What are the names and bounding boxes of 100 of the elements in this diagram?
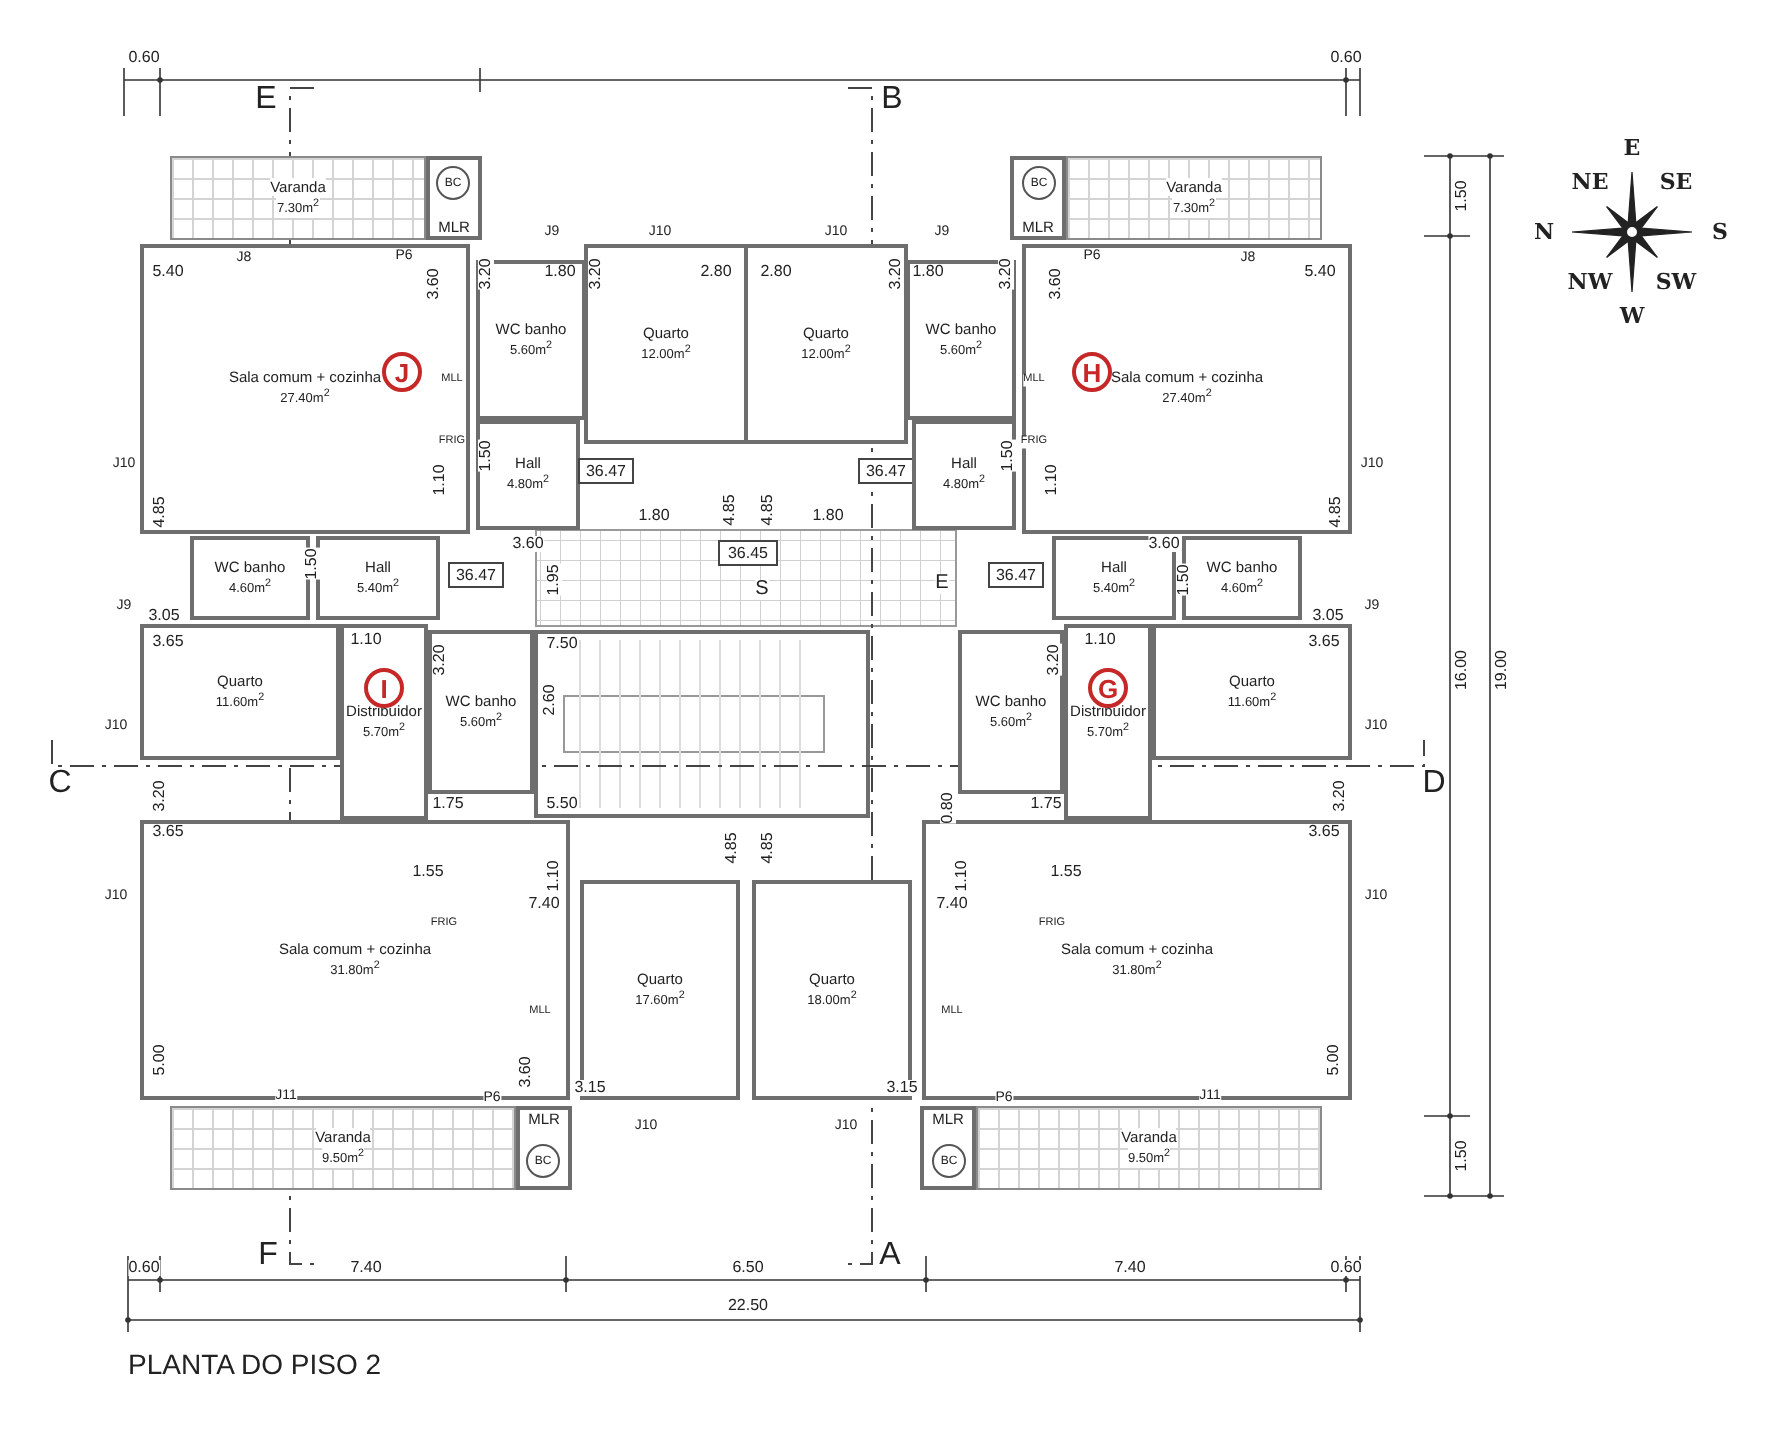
dimension-label: 0.60 bbox=[1330, 1260, 1362, 1276]
compass-label: S bbox=[1712, 221, 1728, 243]
dimension-label: 1.10 bbox=[546, 860, 562, 892]
dimension-label: 3.15 bbox=[574, 1080, 606, 1096]
dimension-label: 3.05 bbox=[148, 608, 180, 624]
room-outline bbox=[140, 820, 570, 1100]
area-tag: 36.47 bbox=[858, 458, 914, 484]
dimension-label: 1.50 bbox=[1176, 564, 1192, 596]
dimension-label: 1.10 bbox=[432, 464, 448, 496]
compass-label: SE bbox=[1659, 171, 1693, 193]
dimension-label: 4.85 bbox=[1328, 496, 1344, 528]
compass-label: NW bbox=[1567, 271, 1613, 293]
dimension-label: 19.00 bbox=[1494, 649, 1510, 691]
dimension-label: 4.85 bbox=[722, 494, 738, 526]
plan-title: PLANTA DO PISO 2 bbox=[128, 1348, 382, 1380]
dimension-label: 1.55 bbox=[1050, 864, 1082, 880]
dimension-label: 1.10 bbox=[954, 860, 970, 892]
storage-room bbox=[1010, 156, 1066, 240]
dimension-label: 0.80 bbox=[940, 792, 956, 824]
dimension-label: 5.00 bbox=[1326, 1044, 1342, 1076]
balcony-floor bbox=[1066, 156, 1322, 240]
dimension-label: 3.20 bbox=[1046, 644, 1062, 676]
dimension-label: 6.50 bbox=[732, 1260, 764, 1276]
apartment-marker: I bbox=[364, 668, 404, 708]
storage-room bbox=[920, 1106, 976, 1190]
dimension-label: 3.20 bbox=[478, 258, 494, 290]
dimension-label: 4.85 bbox=[724, 832, 740, 864]
dimension-label: 3.20 bbox=[432, 644, 448, 676]
apartment-marker: H bbox=[1072, 352, 1112, 392]
dimension-label: 1.50 bbox=[1000, 440, 1016, 472]
storage-room bbox=[426, 156, 482, 240]
dimension-label: 3.65 bbox=[1308, 824, 1340, 840]
room-outline bbox=[476, 260, 586, 420]
dimension-label: 2.60 bbox=[542, 684, 558, 716]
room-outline bbox=[316, 536, 440, 620]
storage-room bbox=[516, 1106, 572, 1190]
area-tag: 36.45 bbox=[718, 540, 778, 566]
dimension-label: 7.40 bbox=[1114, 1260, 1146, 1276]
compass-label: W bbox=[1619, 305, 1645, 327]
room-outline bbox=[1052, 536, 1176, 620]
area-tag: 36.47 bbox=[448, 562, 504, 588]
dimension-label: 3.05 bbox=[1312, 608, 1344, 624]
dimension-label: 4.85 bbox=[152, 496, 168, 528]
room-outline bbox=[340, 624, 428, 820]
dimension-label: 7.40 bbox=[350, 1260, 382, 1276]
compass-label: N bbox=[1533, 221, 1555, 243]
dimension-label: 1.80 bbox=[912, 264, 944, 280]
compass-label: NE bbox=[1571, 171, 1609, 193]
dimension-label: 0.60 bbox=[128, 1260, 160, 1276]
dimension-label: 7.50 bbox=[546, 636, 578, 652]
dimension-label: 16.00 bbox=[1454, 649, 1470, 691]
room-outline bbox=[476, 420, 580, 530]
dimension-label: 0.60 bbox=[128, 50, 160, 66]
room-outline bbox=[906, 260, 1016, 420]
room-outline bbox=[922, 820, 1352, 1100]
dimension-label: 5.00 bbox=[152, 1044, 168, 1076]
dimension-label: 7.40 bbox=[936, 896, 968, 912]
dimension-label: 22.50 bbox=[727, 1298, 769, 1314]
dimension-label: 3.60 bbox=[518, 1056, 534, 1088]
area-tag: 36.47 bbox=[578, 458, 634, 484]
dimension-label: 1.55 bbox=[412, 864, 444, 880]
apartment-marker: G bbox=[1088, 668, 1128, 708]
dimension-label: 3.65 bbox=[152, 824, 184, 840]
dimension-label: 2.80 bbox=[700, 264, 732, 280]
area-tag: 36.47 bbox=[988, 562, 1044, 588]
compass-label: E bbox=[1623, 137, 1641, 159]
dimension-label: 3.60 bbox=[426, 268, 442, 300]
room-outline bbox=[584, 244, 748, 444]
dimension-label: 3.15 bbox=[886, 1080, 918, 1096]
room-outline bbox=[912, 420, 1016, 530]
dimension-label: 1.80 bbox=[544, 264, 576, 280]
apartment-marker: J bbox=[382, 352, 422, 392]
dimension-label: 1.50 bbox=[478, 440, 494, 472]
dimension-label: 3.20 bbox=[1332, 780, 1348, 812]
dimension-label: 1.10 bbox=[1044, 464, 1060, 496]
dimension-label: 3.60 bbox=[1148, 536, 1180, 552]
room-outline bbox=[428, 630, 534, 794]
dimension-label: 1.75 bbox=[432, 796, 464, 812]
dimension-label: 3.60 bbox=[1048, 268, 1064, 300]
dimension-label: 3.20 bbox=[888, 258, 904, 290]
dimension-label: 4.85 bbox=[760, 494, 776, 526]
dimension-label: 3.60 bbox=[512, 536, 544, 552]
room-outline bbox=[140, 244, 470, 534]
dimension-label: 1.80 bbox=[812, 508, 844, 524]
dimension-label: 3.20 bbox=[152, 780, 168, 812]
dimension-label: 1.50 bbox=[1454, 1140, 1470, 1172]
dimension-label: 1.75 bbox=[1030, 796, 1062, 812]
balcony-floor bbox=[170, 156, 426, 240]
room-outline bbox=[958, 630, 1064, 794]
dimension-label: 3.65 bbox=[152, 634, 184, 650]
dimension-label: 1.50 bbox=[304, 548, 320, 580]
dimension-label: 3.20 bbox=[588, 258, 604, 290]
room-outline bbox=[1064, 624, 1152, 820]
room-outline bbox=[744, 244, 908, 444]
dimension-label: 1.10 bbox=[350, 632, 382, 648]
dimension-label: 5.40 bbox=[152, 264, 184, 280]
stair-direction-label: E bbox=[935, 574, 949, 594]
dimension-label: 3.20 bbox=[998, 258, 1014, 290]
dimension-label: 1.80 bbox=[638, 508, 670, 524]
dimension-label: 7.40 bbox=[528, 896, 560, 912]
